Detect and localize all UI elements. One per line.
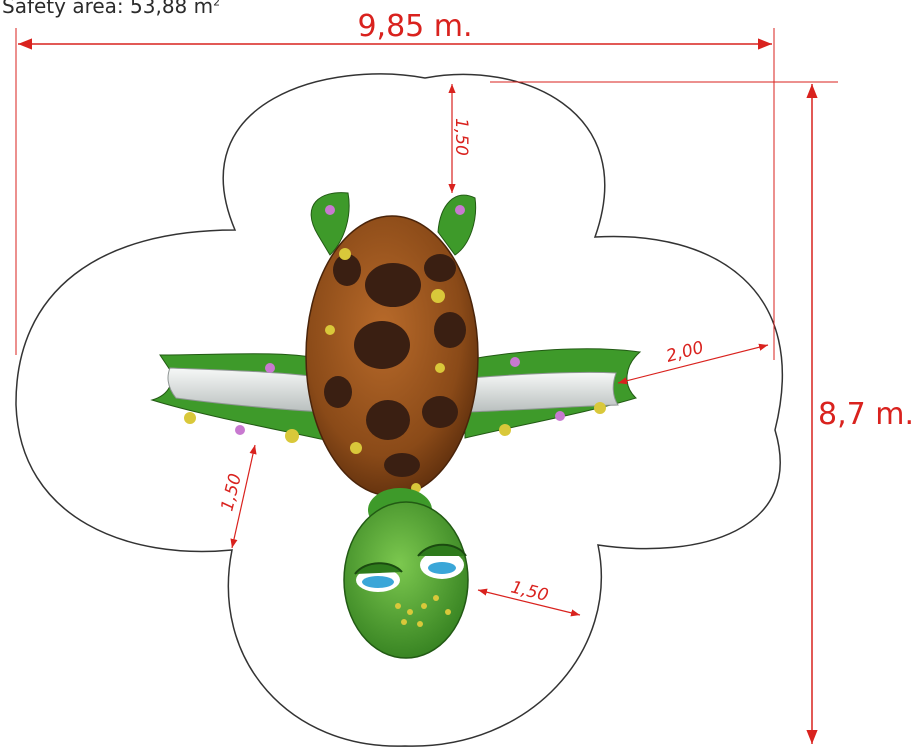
turtle-back-flipper-right bbox=[437, 194, 477, 256]
safety-area-text: Safety area: 53,88 m bbox=[2, 0, 214, 18]
shell-spots bbox=[324, 248, 466, 493]
clearance-bottom-line bbox=[477, 588, 581, 617]
turtle-back-flipper-left bbox=[310, 192, 350, 256]
width-dimension-label: 9,85 m. bbox=[357, 9, 472, 44]
area-unit-superscript: 2 bbox=[213, 0, 221, 9]
turtle-left-slide bbox=[167, 367, 326, 413]
turtle-right-slide bbox=[469, 371, 619, 413]
flipper-spots bbox=[184, 205, 606, 443]
clearance-top-label: 1,50 bbox=[451, 118, 471, 156]
turtle-head bbox=[343, 501, 469, 659]
clearance-right-line bbox=[617, 343, 769, 385]
head-freckles bbox=[395, 595, 451, 627]
clearance-left-line bbox=[230, 444, 257, 549]
height-dimension-label: 8,7 m. bbox=[818, 397, 912, 432]
safety-area-outline bbox=[15, 73, 784, 747]
clearance-bottom-label: 1,50 bbox=[509, 577, 551, 606]
turtle-eyes bbox=[354, 543, 467, 592]
safety-area-label: Safety area: 53,88 m2 bbox=[2, 0, 220, 18]
